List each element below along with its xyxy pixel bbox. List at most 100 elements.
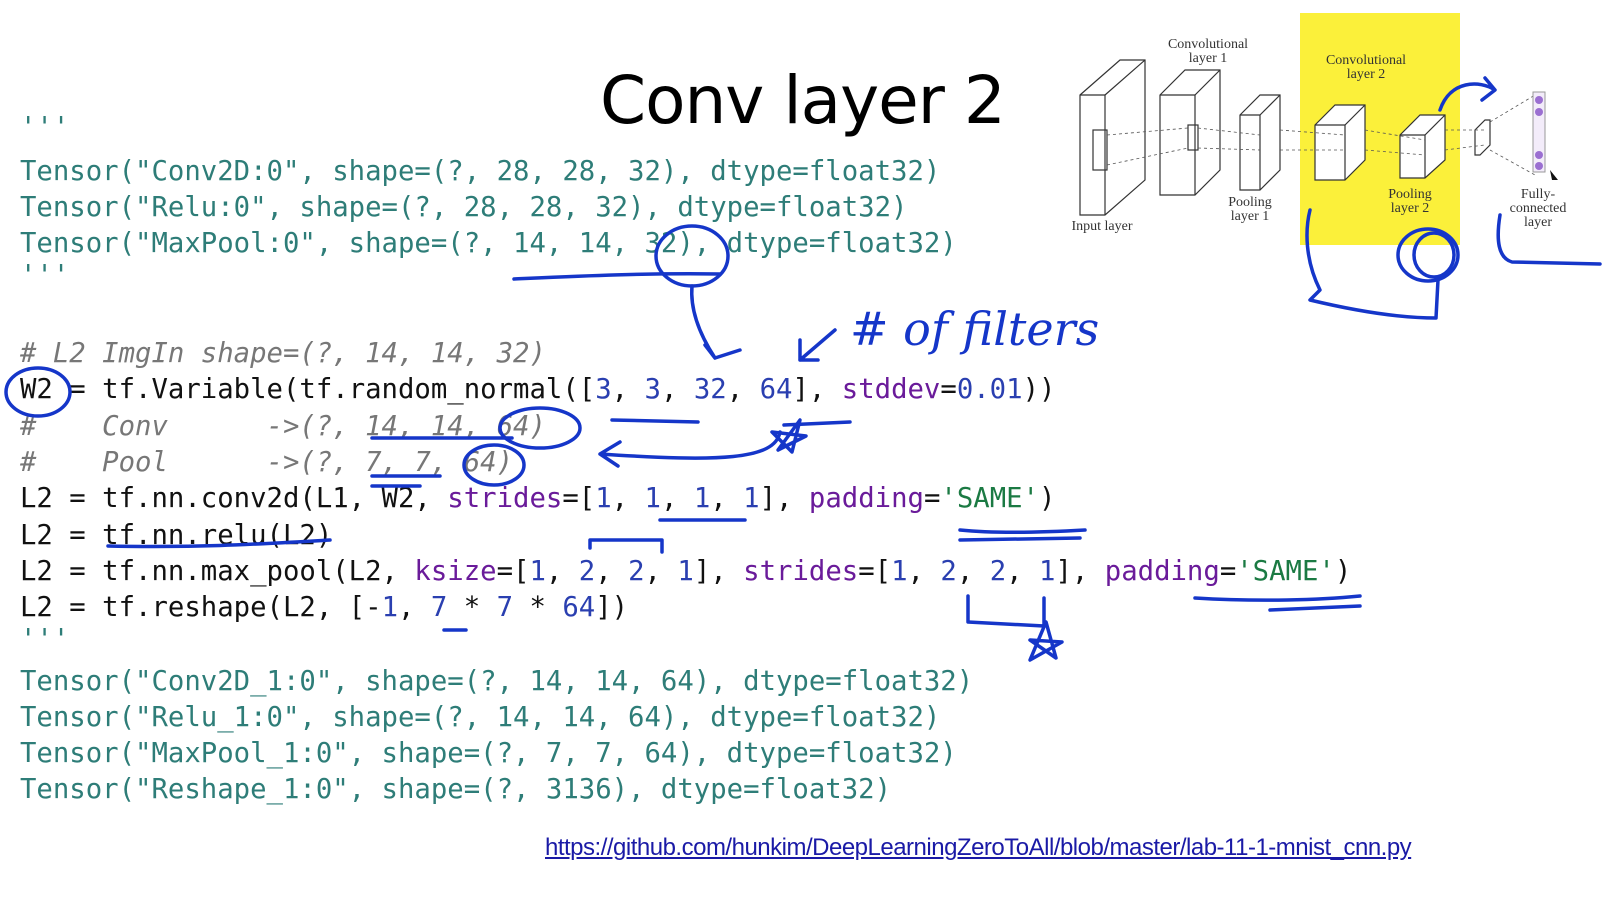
token: = bbox=[923, 483, 941, 514]
ink-bracket-strides bbox=[966, 594, 1046, 628]
token: 1 bbox=[1039, 556, 1056, 587]
token: 2 bbox=[940, 556, 957, 587]
ink-arrow-down bbox=[690, 284, 742, 360]
code-line-maxpool: L2 = tf.nn.max_pool(L2, ksize=[1, 2, 2, … bbox=[20, 554, 1351, 590]
token: , bbox=[595, 556, 629, 587]
token: = tf.Variable(tf.random_normal([ bbox=[52, 374, 596, 405]
token: 1 bbox=[644, 483, 661, 514]
pooling-layer2-block bbox=[1399, 114, 1446, 179]
output-line-relu: Tensor("Relu:0", shape=(?, 28, 28, 32), … bbox=[20, 192, 908, 223]
token: 64 bbox=[562, 592, 596, 623]
token: , bbox=[726, 374, 760, 405]
token: , bbox=[660, 374, 694, 405]
conv-layer1-block bbox=[1159, 69, 1221, 196]
ink-underline-64 bbox=[782, 420, 852, 427]
comment-pool-shape: # Pool ->(?, 7, 7, 64) bbox=[20, 447, 514, 478]
token: )) bbox=[1022, 374, 1056, 405]
token: 2 bbox=[628, 556, 645, 587]
token: , bbox=[545, 556, 579, 587]
token: = bbox=[1219, 556, 1237, 587]
ink-bracket-ksize bbox=[588, 538, 664, 554]
token: 1 bbox=[677, 556, 694, 587]
output-line-relu-1: Tensor("Relu_1:0", shape=(?, 14, 14, 64)… bbox=[20, 702, 941, 733]
ink-arrow-filters bbox=[798, 328, 837, 362]
output-line-reshape-1: Tensor("Reshape_1:0", shape=(?, 3136), d… bbox=[20, 774, 892, 805]
comment-conv-shape: # Conv ->(?, 14, 14, 64) bbox=[20, 411, 546, 442]
token: , bbox=[611, 483, 645, 514]
token: , bbox=[956, 556, 990, 587]
token: 1 bbox=[693, 483, 711, 514]
slide-title: Conv layer 2 bbox=[600, 62, 1006, 139]
token: , bbox=[1006, 556, 1040, 587]
source-link[interactable]: https://github.com/hunkim/DeepLearningZe… bbox=[545, 834, 1412, 861]
token: =[ bbox=[562, 483, 596, 514]
token: 1 bbox=[595, 483, 612, 514]
output-line-maxpool: Tensor("MaxPool:0", shape=(?, 14, 14, 32… bbox=[20, 228, 957, 259]
token: , bbox=[660, 483, 694, 514]
token: 1 bbox=[381, 592, 398, 623]
token: stddev bbox=[841, 374, 941, 405]
token: ksize bbox=[414, 556, 497, 587]
token: , bbox=[611, 374, 645, 405]
code-line-w2: W2 = tf.Variable(tf.random_normal([3, 3,… bbox=[20, 372, 1055, 408]
docstring-quote-top: ''' bbox=[20, 112, 70, 143]
token: 3 bbox=[644, 374, 661, 405]
token: * bbox=[513, 592, 563, 623]
docstring-quote-mid: ''' bbox=[20, 260, 70, 291]
token: =[ bbox=[496, 556, 530, 587]
token: , bbox=[907, 556, 941, 587]
ink-underline-3-3 bbox=[610, 418, 700, 424]
token: padding bbox=[1104, 556, 1220, 587]
ink-underline-14-14 bbox=[512, 272, 722, 281]
token: 2 bbox=[989, 556, 1007, 587]
token: 0.01 bbox=[956, 374, 1023, 405]
input-layer-block bbox=[1079, 59, 1146, 216]
token: ) bbox=[1334, 556, 1352, 587]
token: , bbox=[710, 483, 744, 514]
token: , bbox=[644, 556, 678, 587]
token: = bbox=[940, 374, 957, 405]
token: padding bbox=[808, 483, 924, 514]
output-line-conv2d-1: Tensor("Conv2D_1:0", shape=(?, 14, 14, 6… bbox=[20, 666, 974, 697]
code-line-conv2d: L2 = tf.nn.conv2d(L1, W2, strides=[1, 1,… bbox=[20, 481, 1055, 517]
token: 'SAME' bbox=[1236, 556, 1335, 587]
ink-arrow-left bbox=[598, 430, 782, 468]
token: ], bbox=[759, 483, 809, 514]
token: 1 bbox=[529, 556, 546, 587]
token: , bbox=[398, 592, 431, 623]
ink-star-1 bbox=[770, 418, 808, 454]
token: 32 bbox=[693, 374, 727, 405]
token: L2 = tf.nn.max_pool(L2, bbox=[20, 556, 415, 587]
token: 7 bbox=[496, 592, 514, 623]
ink-underline-same bbox=[958, 528, 1087, 542]
label-input-layer: Input layer bbox=[1071, 219, 1132, 234]
token: 2 bbox=[578, 556, 596, 587]
token: L2 = tf.reshape(L2, [- bbox=[20, 592, 382, 623]
token: L2 = tf.nn.conv2d(L1, W2, bbox=[20, 483, 448, 514]
token: 7 bbox=[430, 592, 448, 623]
token: * bbox=[447, 592, 497, 623]
token: strides bbox=[447, 483, 563, 514]
token: ], bbox=[1055, 556, 1105, 587]
token: 'SAME' bbox=[940, 483, 1039, 514]
ink-star-2 bbox=[1028, 620, 1064, 662]
token: strides bbox=[743, 556, 859, 587]
token: 1 bbox=[743, 483, 760, 514]
conv-layer2-block bbox=[1314, 104, 1366, 181]
token: ]) bbox=[595, 592, 629, 623]
ink-underline-padding bbox=[1193, 594, 1362, 612]
output-line-maxpool-1: Tensor("MaxPool_1:0", shape=(?, 7, 7, 64… bbox=[20, 738, 957, 769]
token: ) bbox=[1039, 483, 1056, 514]
comment-l2-imgin: # L2 ImgIn shape=(?, 14, 14, 32) bbox=[20, 338, 546, 369]
token: ], bbox=[792, 374, 842, 405]
docstring-quote-bottom: ''' bbox=[20, 624, 70, 655]
code-line-relu: L2 = tf.nn.relu(L2) bbox=[20, 520, 333, 551]
token: =[ bbox=[858, 556, 892, 587]
code-line-reshape: L2 = tf.reshape(L2, [-1, 7 * 7 * 64]) bbox=[20, 590, 628, 626]
